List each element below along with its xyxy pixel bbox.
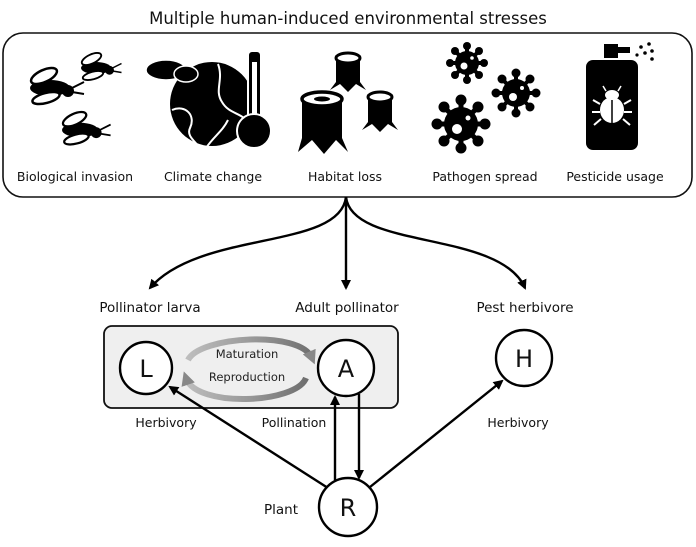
tree-stumps-icon <box>298 51 398 154</box>
stressor-label-habitat-loss: Habitat loss <box>308 169 382 184</box>
node-larva-letter: L <box>139 355 153 383</box>
flies-icon <box>29 52 122 146</box>
arrow-to-pest <box>344 196 527 290</box>
diagram-title: Multiple human-induced environmental str… <box>149 9 547 28</box>
node-adult: A <box>316 338 376 398</box>
label-pollinator-larva: Pollinator larva <box>99 300 200 316</box>
cycle-label-reproduction: Reproduction <box>209 370 285 384</box>
node-herbivore: H <box>494 328 554 388</box>
virus-icon <box>431 42 541 154</box>
label-pest-herbivore: Pest herbivore <box>476 300 573 316</box>
arrow-to-larva <box>148 196 348 290</box>
node-plant-letter: R <box>340 494 357 522</box>
cycle-label-maturation: Maturation <box>216 347 279 361</box>
stressor-label-pathogen-spread: Pathogen spread <box>432 169 537 184</box>
stressor-label-climate-change: Climate change <box>164 169 262 184</box>
label-plant: Plant <box>264 502 298 518</box>
node-larva: L <box>118 340 174 396</box>
label-larva-herbivory: Herbivory <box>135 415 197 430</box>
arrow-plant-to-larva <box>168 385 329 490</box>
globe-thermometer-icon <box>145 50 272 149</box>
node-adult-letter: A <box>338 355 355 383</box>
label-pollination: Pollination <box>262 415 327 430</box>
stressor-label-pesticide-usage: Pesticide usage <box>566 169 664 184</box>
label-pest-herbivory: Herbivory <box>487 415 549 430</box>
spray-bottle-bug-icon <box>586 42 654 150</box>
arrow-plant-to-pest <box>369 379 504 488</box>
node-plant: R <box>317 476 379 538</box>
life-cycle-arrows <box>181 336 316 402</box>
label-adult-pollinator: Adult pollinator <box>295 300 399 316</box>
node-herbivore-letter: H <box>515 345 533 373</box>
stressor-label-biological-invasion: Biological invasion <box>17 169 133 184</box>
